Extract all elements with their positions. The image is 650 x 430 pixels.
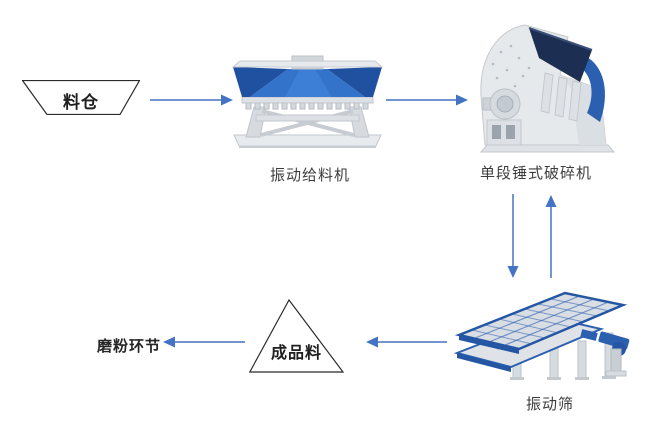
vibrating-feeder-illustration — [231, 55, 384, 148]
node-product: 成品料 — [249, 299, 344, 373]
grizzly-teeth — [245, 102, 369, 110]
vibrating-screen-illustration — [453, 291, 630, 380]
milling-label: 磨粉环节 — [96, 337, 161, 355]
screen-legs — [510, 332, 616, 380]
arrow-silo-to-feeder — [150, 94, 233, 106]
arrow-screen-to-crusher — [545, 195, 557, 278]
upper-deck — [454, 291, 628, 354]
silo-label: 料仓 — [63, 93, 99, 113]
hammer-crusher-illustration — [479, 24, 616, 153]
screen-motor — [580, 329, 630, 377]
node-silo: 料仓 — [22, 80, 140, 115]
product-label: 成品料 — [270, 343, 322, 362]
arrow-crusher-to-screen — [507, 194, 519, 278]
arrow-screen-to-product — [366, 336, 447, 348]
feeder-label: 振动给料机 — [269, 166, 350, 184]
arrow-feeder-to-crusher — [386, 94, 468, 106]
bolt-dots — [491, 44, 531, 88]
arrow-product-to-milling — [163, 336, 245, 348]
crusher-label: 单段锤式破碎机 — [479, 164, 592, 182]
trapezoid-shape — [22, 80, 140, 115]
triangle-shape — [249, 299, 344, 373]
screen-label: 振动筛 — [525, 395, 574, 413]
